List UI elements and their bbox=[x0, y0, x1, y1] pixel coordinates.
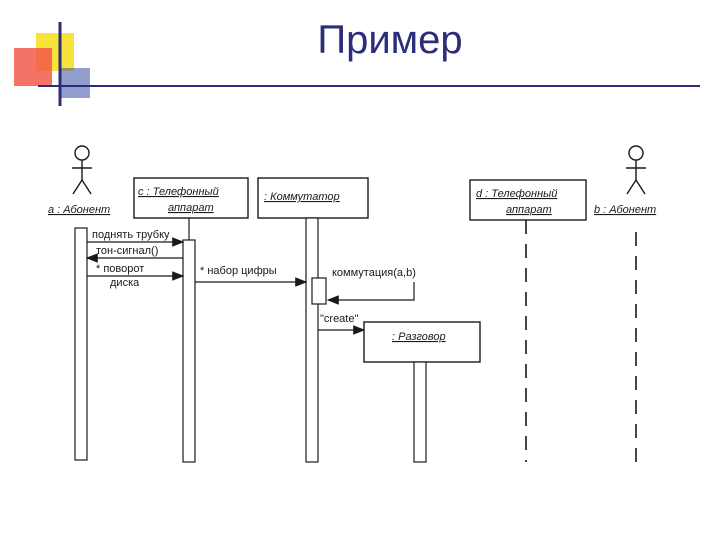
phone-d-box bbox=[469, 179, 587, 221]
slide-title: Пример bbox=[317, 18, 463, 62]
lifeline-a-activation bbox=[74, 227, 88, 461]
phone-d-label-line1: d : Телефонный bbox=[476, 188, 557, 200]
actor-b-label: b : Абонент bbox=[594, 204, 656, 216]
msg-lift-label: поднять трубку bbox=[92, 229, 170, 241]
switch-nested-activation bbox=[311, 277, 327, 305]
msg-connect-arrow bbox=[326, 282, 415, 305]
phone-c-box bbox=[133, 177, 249, 219]
actor-b-icon bbox=[626, 145, 646, 195]
msg-dial-label-line2: диска bbox=[110, 277, 140, 289]
lifeline-conversation-activation bbox=[413, 361, 427, 463]
phone-c-label-line2: аппарат bbox=[168, 202, 214, 214]
logo-blue-square bbox=[60, 68, 90, 98]
actor-a-icon bbox=[72, 145, 92, 195]
phone-d-label-line2: аппарат bbox=[506, 204, 552, 216]
logo-red-square bbox=[14, 48, 52, 86]
conversation-box bbox=[363, 321, 481, 363]
msg-tone-label: тон-сигнал() bbox=[96, 245, 158, 257]
conversation-label: : Разговор bbox=[392, 331, 446, 343]
msg-dial-label-line1: * поворот bbox=[96, 263, 144, 275]
lifeline-c-activation bbox=[182, 239, 196, 463]
switch-box bbox=[257, 177, 369, 219]
actor-a-label: a : Абонент bbox=[48, 204, 110, 216]
switch-label: : Коммутатор bbox=[264, 191, 340, 203]
lifeline-switch-activation bbox=[305, 217, 319, 463]
phone-c-label-line1: с : Телефонный bbox=[138, 186, 219, 198]
msg-connect-label: коммутация(a,b) bbox=[332, 267, 416, 279]
slide-logo bbox=[14, 22, 700, 106]
msg-digits-label: * набор цифры bbox=[200, 265, 277, 277]
msg-create-label: "create" bbox=[320, 313, 358, 325]
